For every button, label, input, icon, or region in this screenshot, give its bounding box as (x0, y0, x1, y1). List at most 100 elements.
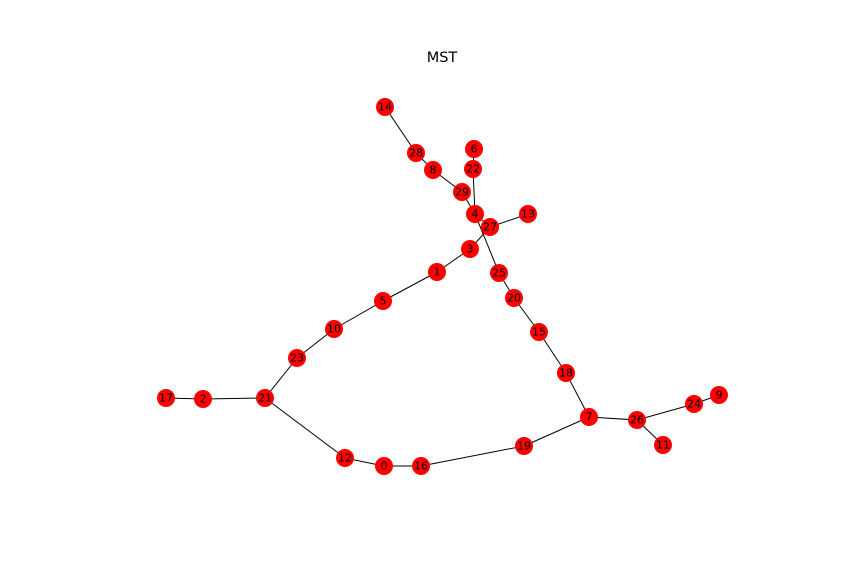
node-circle (685, 395, 703, 413)
node-4: 4 (466, 205, 484, 223)
node-circle (336, 449, 354, 467)
node-21: 21 (256, 389, 274, 407)
nodes-layer: 0123456789101112131415161718192021222324… (157, 98, 728, 475)
node-circle (412, 457, 430, 475)
node-circle (466, 205, 484, 223)
node-3: 3 (461, 240, 479, 258)
node-circle (464, 160, 482, 178)
node-label: 29 (455, 186, 469, 199)
edge-4-25 (474, 213, 500, 274)
node-17: 17 (157, 389, 175, 407)
node-label: 4 (472, 208, 479, 221)
node-label: 3 (467, 243, 474, 256)
node-5: 5 (374, 292, 392, 310)
node-label: 22 (466, 163, 480, 176)
node-2: 2 (194, 390, 212, 408)
node-6: 6 (465, 140, 483, 158)
node-label: 11 (656, 439, 670, 452)
node-circle (628, 411, 646, 429)
node-label: 5 (380, 295, 387, 308)
node-8: 8 (424, 161, 442, 179)
edge-21-12 (264, 397, 346, 459)
node-circle (710, 386, 728, 404)
node-label: 19 (517, 440, 531, 453)
node-label: 14 (378, 101, 392, 114)
edge-14-28 (384, 106, 417, 154)
node-25: 25 (490, 264, 508, 282)
node-circle (580, 408, 598, 426)
edge-1-5 (382, 271, 438, 302)
node-label: 2 (200, 393, 207, 406)
node-1: 1 (428, 263, 446, 281)
node-11: 11 (654, 436, 672, 454)
node-20: 20 (505, 289, 523, 307)
node-23: 23 (288, 349, 306, 367)
node-circle (428, 263, 446, 281)
node-19: 19 (515, 437, 533, 455)
node-circle (453, 183, 471, 201)
node-circle (557, 364, 575, 382)
edge-19-7 (523, 416, 590, 447)
node-7: 7 (580, 408, 598, 426)
node-27: 27 (481, 218, 499, 236)
node-circle (157, 389, 175, 407)
node-circle (465, 140, 483, 158)
node-label: 6 (471, 143, 478, 156)
node-label: 21 (258, 392, 272, 405)
edge-21-2 (202, 397, 266, 400)
node-label: 20 (507, 292, 521, 305)
node-label: 12 (338, 452, 352, 465)
figure-title: MST (427, 50, 458, 66)
node-circle (374, 292, 392, 310)
node-circle (481, 218, 499, 236)
node-label: 17 (159, 392, 173, 405)
node-label: 23 (290, 352, 304, 365)
node-label: 16 (414, 460, 428, 473)
node-circle (325, 320, 343, 338)
node-circle (490, 264, 508, 282)
node-label: 8 (430, 164, 437, 177)
node-26: 26 (628, 411, 646, 429)
node-label: 9 (716, 389, 723, 402)
edge-5-10 (333, 300, 384, 330)
node-label: 26 (630, 414, 644, 427)
node-label: 7 (586, 411, 593, 424)
node-label: 1 (434, 266, 441, 279)
node-14: 14 (376, 98, 394, 116)
node-label: 0 (381, 460, 388, 473)
node-circle (407, 144, 425, 162)
node-16: 16 (412, 457, 430, 475)
node-circle (461, 240, 479, 258)
node-28: 28 (407, 144, 425, 162)
node-circle (530, 323, 548, 341)
node-22: 22 (464, 160, 482, 178)
node-label: 24 (687, 398, 701, 411)
node-circle (519, 205, 537, 223)
node-label: 25 (492, 267, 506, 280)
node-15: 15 (530, 323, 548, 341)
node-18: 18 (557, 364, 575, 382)
node-circle (194, 390, 212, 408)
node-circle (375, 457, 393, 475)
node-label: 10 (327, 323, 341, 336)
edge-16-19 (420, 445, 525, 467)
node-label: 13 (521, 208, 535, 221)
node-circle (288, 349, 306, 367)
node-label: 28 (409, 147, 423, 160)
node-label: 27 (483, 221, 497, 234)
node-circle (654, 436, 672, 454)
edge-26-24 (636, 403, 695, 421)
node-circle (256, 389, 274, 407)
node-9: 9 (710, 386, 728, 404)
node-24: 24 (685, 395, 703, 413)
node-10: 10 (325, 320, 343, 338)
node-label: 18 (559, 367, 573, 380)
node-29: 29 (453, 183, 471, 201)
node-circle (424, 161, 442, 179)
node-0: 0 (375, 457, 393, 475)
node-12: 12 (336, 449, 354, 467)
node-circle (376, 98, 394, 116)
node-circle (515, 437, 533, 455)
node-label: 15 (532, 326, 546, 339)
